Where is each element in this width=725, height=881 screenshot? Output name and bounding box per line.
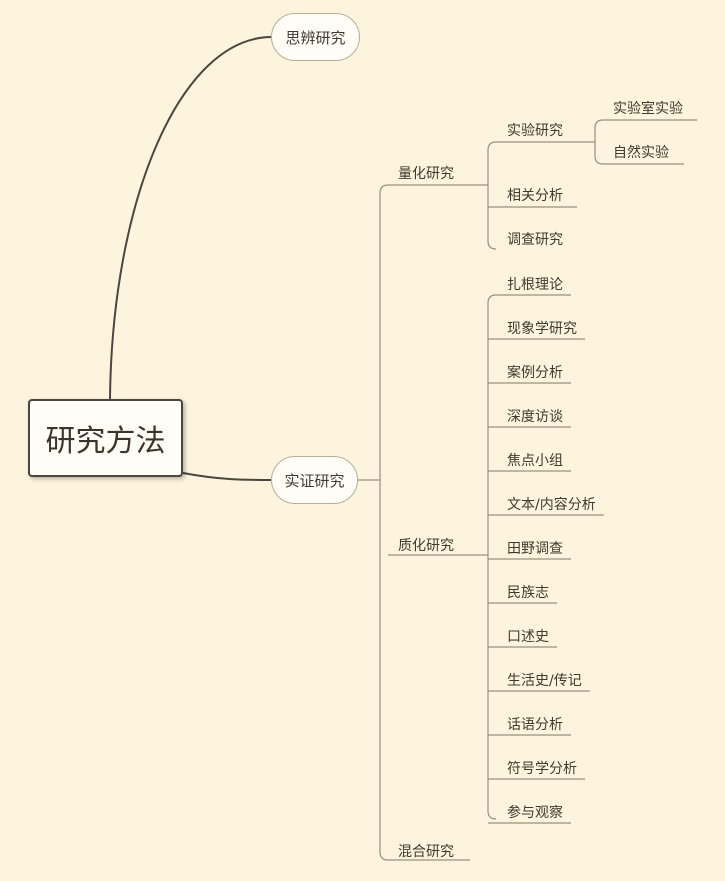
empirical-research-label: 实证研究 — [284, 471, 345, 490]
qualitative-item[interactable]: 话语分析 — [507, 717, 563, 733]
qualitative-item[interactable]: 参与观察 — [507, 805, 563, 821]
link-root-empirical — [182, 472, 272, 481]
link-root-speculative — [109, 36, 272, 400]
root-node[interactable]: 研究方法 — [28, 399, 183, 477]
lab-experiment-label[interactable]: 实验室实验 — [613, 101, 683, 117]
survey-research-label[interactable]: 调查研究 — [507, 232, 563, 248]
qualitative-item[interactable]: 深度访谈 — [507, 409, 563, 425]
empirical-research-node[interactable]: 实证研究 — [271, 456, 358, 504]
qualitative-item[interactable]: 民族志 — [507, 585, 549, 601]
qualitative-item[interactable]: 扎根理论 — [507, 277, 563, 293]
correlation-analysis-label[interactable]: 相关分析 — [507, 188, 563, 204]
speculative-research-label: 思辨研究 — [285, 28, 346, 47]
mixed-research-label[interactable]: 混合研究 — [398, 844, 454, 860]
qualitative-item[interactable]: 案例分析 — [507, 365, 563, 381]
qualitative-item[interactable]: 符号学分析 — [507, 761, 577, 777]
qualitative-item[interactable]: 焦点小组 — [507, 453, 563, 469]
qualitative-item[interactable]: 现象学研究 — [507, 321, 577, 337]
qualitative-item[interactable]: 口述史 — [507, 629, 549, 645]
qualitative-item[interactable]: 生活史/传记 — [507, 673, 582, 689]
natural-experiment-label[interactable]: 自然实验 — [613, 145, 669, 161]
experimental-research-label[interactable]: 实验研究 — [507, 123, 563, 139]
quantitative-branch-lines — [466, 119, 697, 250]
qualitative-item-underlines — [488, 294, 604, 824]
qualitative-research-label[interactable]: 质化研究 — [398, 538, 454, 554]
qualitative-branch-lines — [466, 294, 497, 820]
speculative-research-node[interactable]: 思辨研究 — [271, 13, 360, 61]
root-label: 研究方法 — [45, 424, 166, 459]
qualitative-item[interactable]: 文本/内容分析 — [507, 497, 596, 513]
empirical-branch-lines — [358, 184, 470, 861]
quantitative-research-label[interactable]: 量化研究 — [398, 166, 454, 182]
qualitative-item[interactable]: 田野调查 — [507, 541, 563, 557]
